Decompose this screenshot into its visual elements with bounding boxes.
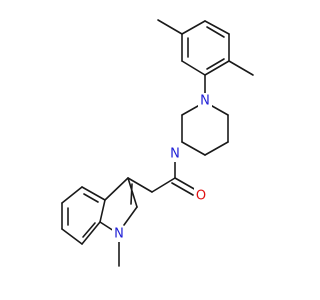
aromatic-double-bond [206, 26, 225, 38]
nitrogen-label: N [114, 227, 124, 242]
bond [181, 60, 206, 76]
bond [204, 141, 229, 156]
bond [99, 199, 106, 223]
carbonyl-double-bond [174, 177, 197, 191]
molecule-svg: N N O N [61, 19, 254, 267]
bond [61, 186, 83, 204]
methyl-bond-right [228, 60, 254, 76]
atom-indole-nitrogen: N [112, 226, 126, 242]
carbonyl-ch2-bond [151, 177, 176, 193]
bond [127, 177, 138, 208]
nitrogen-label: N [200, 94, 210, 109]
bond [104, 177, 129, 201]
methyl-bond-top [157, 19, 183, 35]
bond [81, 186, 106, 201]
bond [81, 221, 101, 245]
bond [61, 228, 83, 245]
indole-benzene-ring [61, 186, 106, 245]
piperazine-ring [181, 101, 229, 156]
indole-pyrrole-ring [99, 177, 138, 232]
bond [204, 20, 230, 35]
oxygen-label: O [196, 189, 206, 204]
nitrogen-label: N [170, 147, 180, 162]
bond [181, 20, 206, 35]
aromatic-double-bond [130, 183, 133, 205]
atom-piperazine-n-top: N [198, 93, 212, 109]
carbonyl-double-bond [171, 182, 194, 196]
bond [123, 206, 138, 226]
bond [181, 141, 206, 156]
aromatic-double-bond [82, 222, 96, 238]
atom-carbonyl-oxygen: O [194, 188, 208, 204]
bond [99, 221, 115, 232]
dimethylphenyl-ring [181, 20, 230, 76]
molecule-structure-diagram: N N O N [61, 19, 254, 267]
ch2-indole-bond [127, 177, 153, 193]
bond [204, 60, 230, 76]
aromatic-double-bond [206, 58, 225, 70]
atom-piperazine-n-bottom: N [168, 146, 182, 162]
aromatic-double-bond [83, 193, 99, 203]
